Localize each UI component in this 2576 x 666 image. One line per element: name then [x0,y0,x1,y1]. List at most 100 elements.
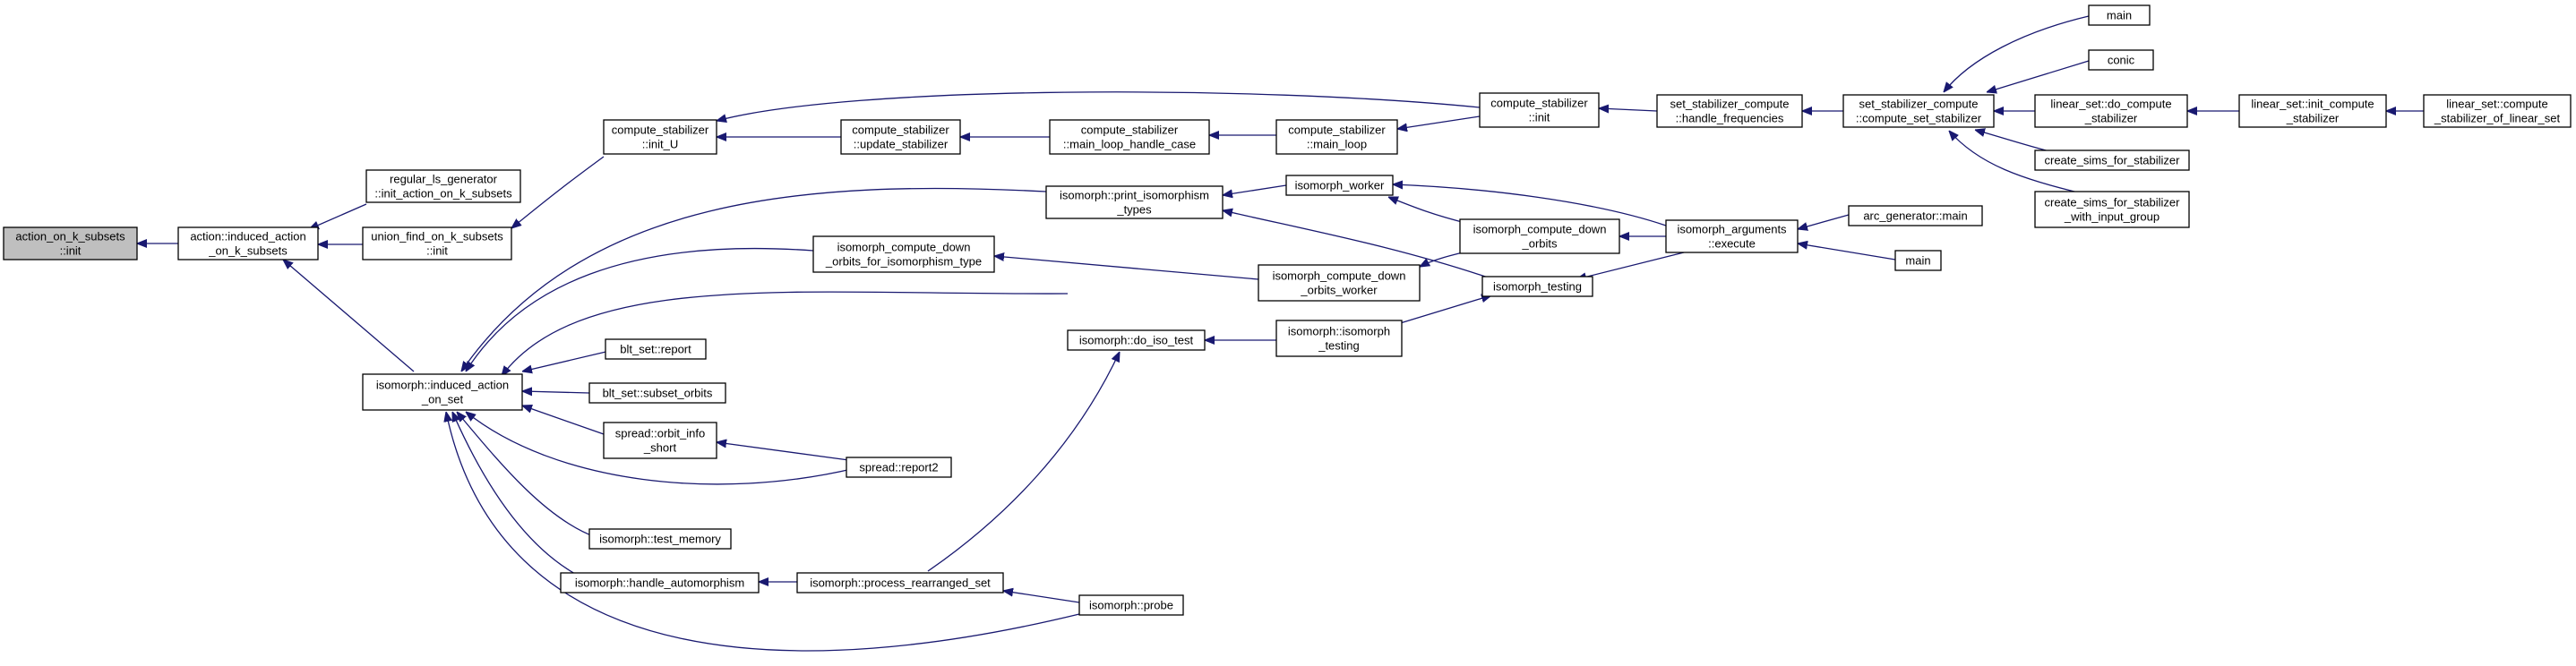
node-csfswig[interactable]: create_sims_for_stabilizer_with_input_gr… [2034,191,2190,228]
node-sscss[interactable]: set_stabilizer_compute::compute_set_stab… [1842,94,1995,128]
node-label: _testing [1318,339,1360,353]
node-label: isomorph::do_iso_test [1079,334,1194,347]
node-label: _on_set [421,393,464,406]
node-sschf[interactable]: set_stabilizer_compute::handle_frequenci… [1656,94,1803,128]
node-box [1894,250,1942,271]
node-box [840,119,961,155]
edge-sr2-soi [717,442,856,462]
node-root[interactable]: action_on_k_subsets::init [3,226,138,260]
edge-soi-iiaos [522,406,605,435]
node-label: isomorph_worker [1295,179,1385,192]
node-label: regular_ls_generator [390,173,498,186]
node-icdo[interactable]: isomorph_compute_down_orbits [1459,218,1620,254]
node-label: conic [2108,54,2135,67]
edge-csinit-csml [1397,115,1481,129]
edge-ipit-iiaos [461,187,1047,371]
node-ipit[interactable]: isomorph::print_isomorphism_types [1045,185,1224,219]
node-csinitU[interactable]: compute_stabilizer::init_U [603,119,717,155]
node-label: compute_stabilizer [612,124,709,137]
node-main2[interactable]: main [1894,250,1942,271]
node-aiaks[interactable]: action::induced_action_on_k_subsets [177,226,319,260]
node-lsdcs[interactable]: linear_set::do_compute_stabilizer [2034,94,2188,128]
node-box [365,169,521,203]
node-label: blt_set::subset_orbits [603,387,713,400]
node-conic[interactable]: conic [2088,49,2154,71]
node-label: _stabilizer [2084,112,2138,125]
node-box [1258,264,1421,302]
node-box [2034,191,2190,228]
node-label: compute_stabilizer [1081,124,1179,137]
edge-itest-ipit [1223,210,1497,281]
node-box [1067,329,1206,351]
node-lsics[interactable]: linear_set::init_compute_stabilizer [2238,94,2387,128]
edge-layer [137,15,2424,652]
node-itm[interactable]: isomorph::test_memory [588,528,732,550]
node-label: isomorph::test_memory [599,533,721,546]
edge-bsso-iiaos [522,391,590,393]
node-sr2[interactable]: spread::report2 [846,457,952,478]
node-label: ::main_loop [1307,138,1367,151]
node-box [362,373,523,411]
node-box [1842,94,1995,128]
node-box [1078,594,1184,616]
node-iw[interactable]: isomorph_worker [1285,175,1394,196]
node-label: _types [1116,203,1152,217]
node-agm[interactable]: arc_generator::main [1848,205,1983,226]
node-icdoft[interactable]: isomorph_compute_down_orbits_for_isomorp… [812,235,995,273]
node-label: ::init_action_on_k_subsets [374,187,512,201]
node-box [2034,149,2190,171]
edge-ip-iprs [1003,591,1080,603]
node-iiaos[interactable]: isomorph::induced_action_on_set [362,373,523,411]
edge-main1-sscss [1944,15,2090,92]
node-bsso[interactable]: blt_set::subset_orbits [588,382,726,404]
node-box [2088,49,2154,71]
node-bsr[interactable]: blt_set::report [605,338,707,360]
node-box [846,457,952,478]
node-label: ::init [60,244,82,258]
edge-idit-iiaos [502,291,1069,376]
node-label: ::init [426,244,448,258]
node-label: isomorph_compute_down [1473,223,1607,236]
node-label: _short [643,441,677,455]
node-csinit[interactable]: compute_stabilizer::init [1479,92,1600,128]
node-label: main [1905,254,1930,268]
edge-iprs-idit [927,352,1120,572]
node-csmlhc[interactable]: compute_stabilizer::main_loop_handle_cas… [1049,119,1210,155]
edge-sschf-csinit [1599,108,1658,111]
node-lscsol[interactable]: linear_set::compute_stabilizer_of_linear… [2423,94,2572,128]
edge-conic-sscss [1987,60,2090,92]
node-box [560,572,760,593]
node-iprs[interactable]: isomorph::process_rearranged_set [796,572,1004,593]
node-box [1848,205,1983,226]
node-label: main [2107,9,2132,22]
node-iha[interactable]: isomorph::handle_automorphism [560,572,760,593]
node-iit[interactable]: isomorph::isomorph_testing [1275,320,1403,357]
node-box [588,382,726,404]
node-ufks[interactable]: union_find_on_k_subsets::init [362,226,512,260]
node-iae[interactable]: isomorph_arguments::execute [1665,219,1799,253]
node-soi[interactable]: spread::orbit_info_short [603,422,717,459]
node-main1[interactable]: main [2088,4,2151,26]
node-label: isomorph::induced_action [376,379,509,392]
node-icdow[interactable]: isomorph_compute_down_orbits_worker [1258,264,1421,302]
node-box [1275,119,1398,155]
node-label: ::update_stabilizer [854,138,949,151]
node-box [603,422,717,459]
node-rlg[interactable]: regular_ls_generator::init_action_on_k_s… [365,169,521,203]
node-box [1665,219,1799,253]
node-csfs[interactable]: create_sims_for_stabilizer [2034,149,2190,171]
edge-iha-iiaos [451,412,592,583]
node-label: action_on_k_subsets [15,230,125,243]
edge-iiaos-aiaks [283,260,415,372]
edge-itm-iiaos [457,412,597,538]
node-label: set_stabilizer_compute [1670,98,1790,111]
node-itest[interactable]: isomorph_testing [1481,276,1593,297]
node-csupdate[interactable]: compute_stabilizer::update_stabilizer [840,119,961,155]
node-csml[interactable]: compute_stabilizer::main_loop [1275,119,1398,155]
node-box [2423,94,2572,128]
node-label: _orbits_worker [1300,284,1378,297]
node-label: isomorph_compute_down [1273,269,1406,283]
node-idit[interactable]: isomorph::do_iso_test [1067,329,1206,351]
node-ip[interactable]: isomorph::probe [1078,594,1184,616]
node-label: arc_generator::main [1863,209,1967,223]
